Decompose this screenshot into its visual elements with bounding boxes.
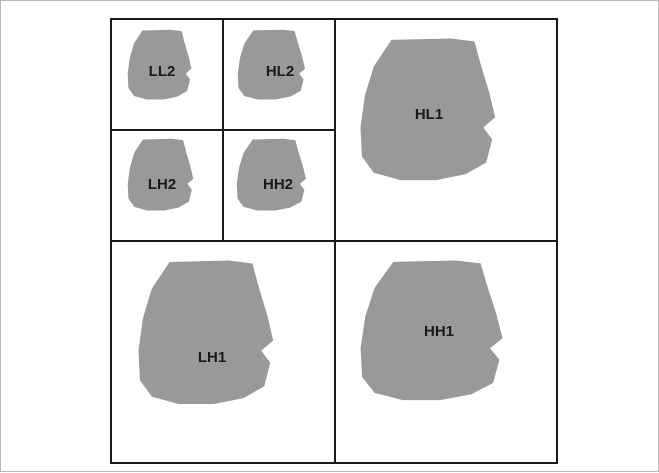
label-hl2: HL2: [266, 63, 294, 80]
label-hl1: HL1: [415, 106, 443, 123]
label-ll2: LL2: [149, 63, 176, 80]
label-lh2: LH2: [148, 176, 176, 193]
label-hh2: HH2: [263, 176, 293, 193]
label-lh1: LH1: [198, 349, 226, 366]
subband-blob-hh2: [237, 139, 306, 211]
subband-blob-lh1: [138, 260, 273, 404]
subband-blob-lh2: [128, 139, 194, 211]
label-hh1: HH1: [424, 323, 454, 340]
